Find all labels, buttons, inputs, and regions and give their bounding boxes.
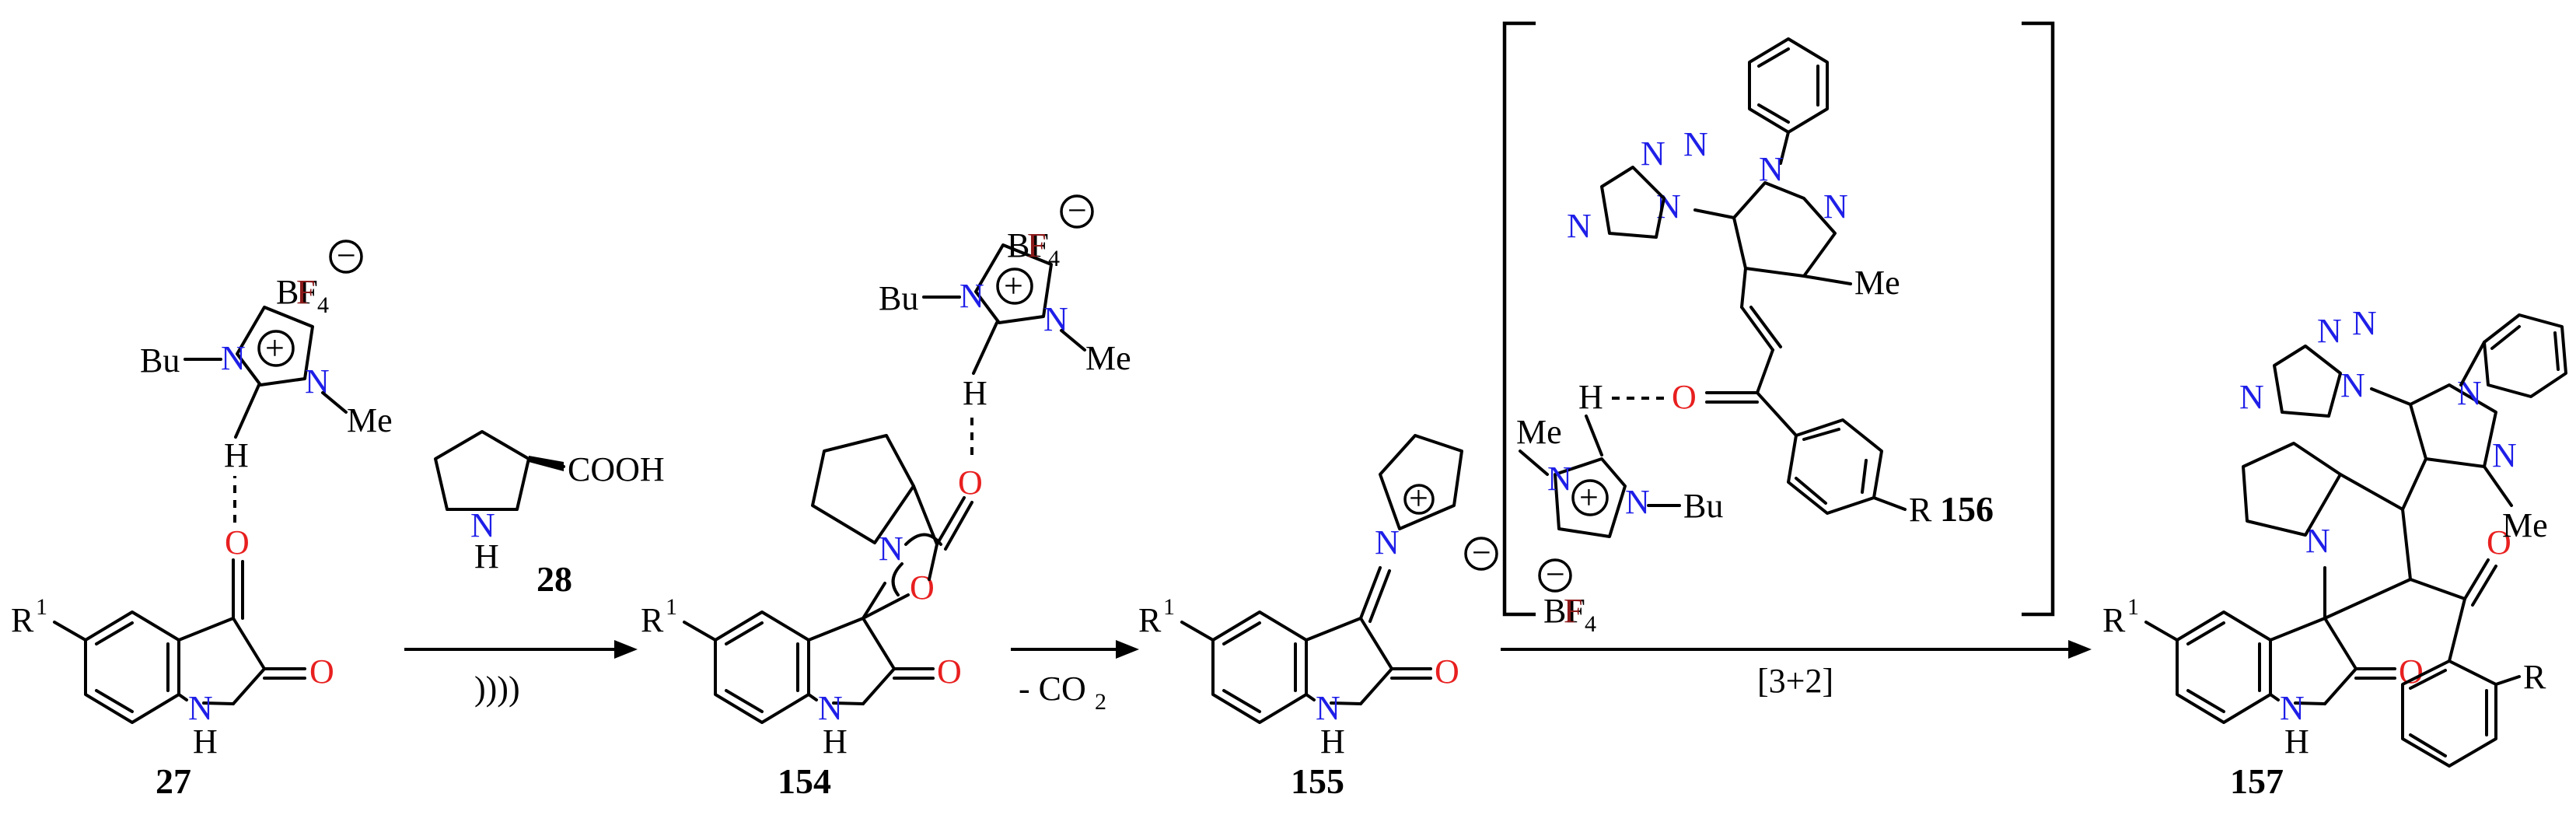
compound-number-156: 156 — [1940, 489, 1994, 529]
nitrogen-label: N — [1759, 150, 1784, 188]
methyl-label: Me — [347, 401, 393, 439]
hydrogen-label: H — [474, 537, 499, 575]
fluorine-label: F — [1027, 226, 1046, 264]
nitrogen-label: N — [2492, 436, 2517, 474]
oxygen-label: O — [1672, 378, 1697, 416]
nitrogen-label: N — [2352, 304, 2377, 342]
plus-charge: + — [1004, 267, 1023, 305]
oxygen-label: O — [1435, 652, 1459, 691]
hydrogen-label: H — [1578, 378, 1603, 416]
hydrogen-label: H — [963, 374, 987, 412]
nitrogen-label: N — [1375, 523, 1400, 561]
nitrogen-label: N — [818, 689, 843, 727]
compound-number-155: 155 — [1291, 761, 1344, 801]
subscript-4: 4 — [1048, 246, 1060, 271]
reaction-arrow-3: [3+2] — [1501, 640, 2092, 700]
nitrogen-label: N — [1641, 135, 1665, 173]
butyl-label: Bu — [1683, 487, 1723, 525]
compound-number-154: 154 — [778, 761, 831, 801]
oxygen-label: O — [958, 463, 983, 502]
compound-number-157: 157 — [2230, 761, 2284, 801]
compound-157: R 1 O N H N O R N N Me N — [2102, 304, 2567, 801]
bf4-label: BF — [276, 273, 318, 311]
hydrogen-label: H — [193, 722, 218, 761]
hydrogen-label: H — [1320, 722, 1345, 761]
compound-154: R 1 O N H N O O H + N N Bu Me BF F 4 − 1… — [641, 191, 1131, 801]
oxygen-label: O — [309, 652, 334, 691]
butyl-label: Bu — [140, 341, 180, 380]
ultrasound-label: )))) — [474, 670, 520, 708]
nitrogen-label: N — [1547, 460, 1572, 498]
compound-156: N N Me N N N N O R 156 H + N N — [1502, 21, 2055, 637]
decarboxylation-subscript: 2 — [1095, 689, 1106, 715]
fluorine-label: F — [1564, 592, 1582, 630]
butyl-label: Bu — [879, 279, 918, 317]
r-label: R — [2523, 658, 2546, 696]
nitrogen-label: N — [1567, 207, 1592, 245]
plus-charge: + — [1409, 479, 1428, 517]
nitrogen-label: N — [2317, 312, 2342, 350]
bf4-label: BF — [1543, 592, 1585, 630]
r1-label: R — [11, 601, 34, 639]
r-label: R — [1909, 491, 1932, 529]
compound-27: R 1 O O N H H + N N Bu Me BF F 4 − 27 — [11, 236, 393, 801]
plus-charge: + — [1579, 478, 1599, 516]
hydrogen-label: H — [224, 436, 249, 474]
nitrogen-label: N — [2457, 374, 2482, 412]
nitrogen-label: N — [959, 277, 984, 315]
nitrogen-label: N — [1683, 125, 1708, 163]
reaction-arrow-1: )))) — [404, 640, 638, 708]
compound-155: R 1 O N H N + − 155 — [1138, 434, 1498, 801]
oxygen-label: O — [937, 652, 962, 691]
oxygen-label: O — [225, 523, 250, 561]
r1-label: R — [641, 601, 664, 639]
nitrogen-label: N — [1625, 483, 1650, 521]
methyl-label: Me — [2502, 506, 2548, 544]
nitrogen-label: N — [879, 530, 904, 568]
r1-superscript: 1 — [36, 594, 47, 620]
compound-number-27: 27 — [156, 761, 191, 801]
nitrogen-label: N — [2239, 378, 2264, 416]
cycloaddition-label: [3+2] — [1757, 662, 1833, 700]
subscript-4: 4 — [317, 292, 329, 318]
minus-charge: − — [337, 236, 356, 275]
minus-charge: − — [1472, 533, 1491, 572]
decarboxylation-label: - CO — [1019, 670, 1086, 708]
hydrogen-label: H — [2284, 722, 2309, 761]
r1-superscript: 1 — [1163, 594, 1175, 620]
r1-label: R — [2102, 601, 2126, 639]
subscript-4: 4 — [1585, 611, 1596, 637]
nitrogen-label: N — [2340, 366, 2365, 404]
plus-charge: + — [265, 329, 285, 367]
minus-charge: − — [1546, 555, 1565, 593]
r1-label: R — [1138, 601, 1162, 639]
bf4-label: BF — [1007, 226, 1049, 264]
compound-number-28: 28 — [537, 559, 572, 599]
minus-charge: − — [1068, 191, 1087, 229]
methyl-label: Me — [1516, 413, 1562, 451]
nitrogen-label: N — [2280, 689, 2305, 727]
fluorine-label: F — [296, 273, 315, 311]
methyl-label: Me — [1085, 339, 1131, 377]
hydrogen-label: H — [823, 722, 848, 761]
nitrogen-label: N — [1316, 689, 1340, 727]
nitrogen-label: N — [1823, 187, 1848, 226]
r1-superscript: 1 — [666, 594, 677, 620]
nitrogen-label: N — [470, 506, 495, 544]
methyl-label: Me — [1854, 264, 1900, 302]
nitrogen-label: N — [221, 339, 246, 377]
cooh-label: COOH — [568, 450, 665, 488]
reaction-arrow-2: - CO 2 — [1011, 640, 1139, 715]
r1-superscript: 1 — [2127, 594, 2139, 620]
step1-reagents: COOH N H 28 — [434, 430, 665, 599]
oxygen-label: O — [2487, 523, 2511, 561]
nitrogen-label: N — [188, 689, 213, 727]
